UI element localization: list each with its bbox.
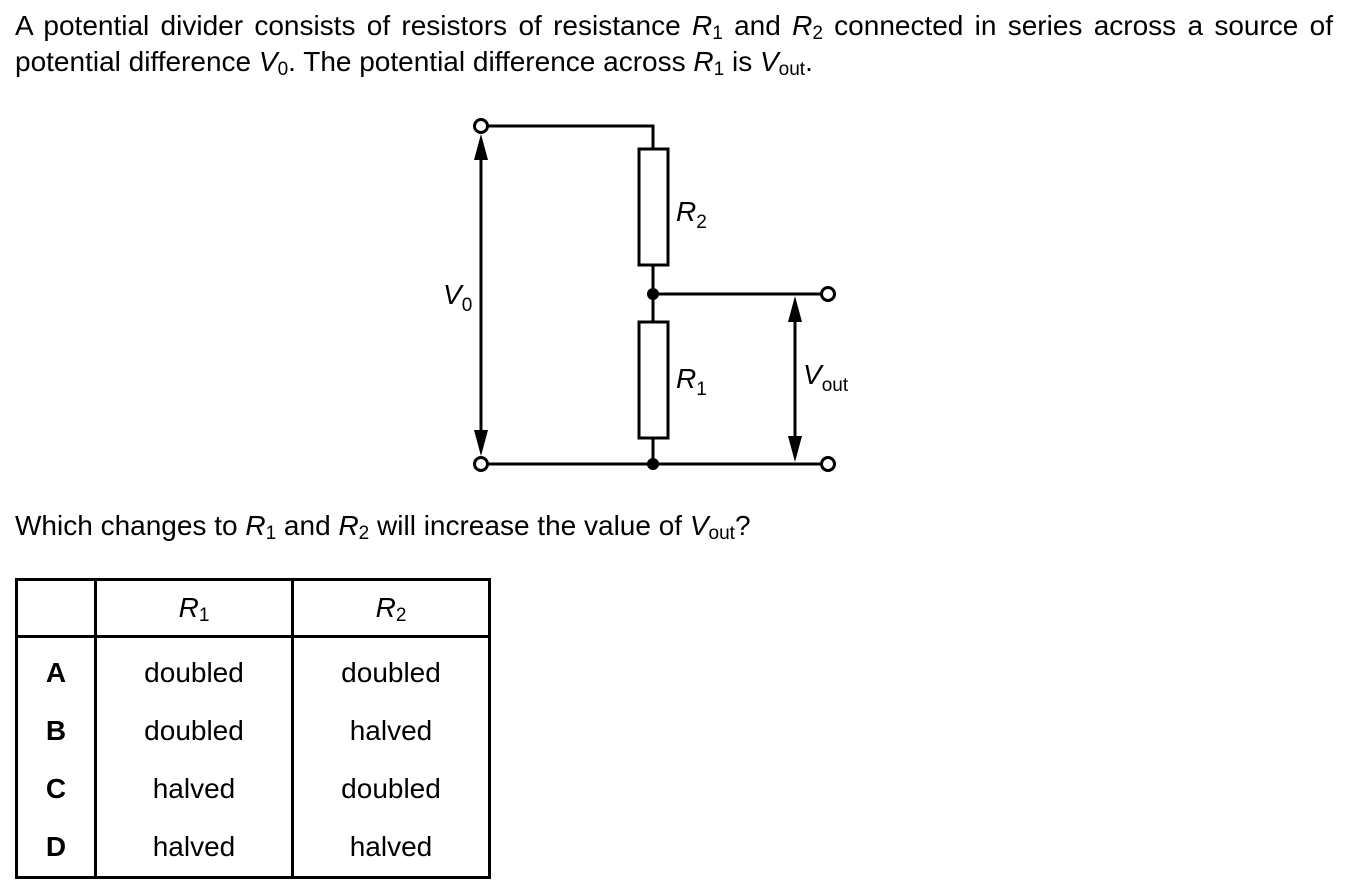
vout-arrowhead-up: [788, 296, 802, 322]
junction-dot-bottom: [647, 458, 659, 470]
option-key: D: [15, 818, 97, 879]
option-r1-change: doubled: [94, 702, 294, 760]
option-row-a[interactable]: A doubled doubled: [15, 636, 491, 702]
label-r2: R2: [676, 196, 707, 233]
terminal-input-bottom: [473, 456, 489, 472]
option-row-c[interactable]: C halved doubled: [15, 760, 491, 818]
terminal-input-top: [473, 118, 489, 134]
label-vout: Vout: [803, 359, 849, 396]
option-r1-change: doubled: [94, 636, 294, 702]
top-wire: [481, 124, 655, 149]
v0-arrowhead-down: [474, 430, 488, 456]
terminal-output-bottom: [820, 456, 836, 472]
header-key-cell: [15, 578, 97, 638]
option-r2-change: halved: [291, 818, 491, 879]
question-stem: A potential divider consists of resistor…: [15, 10, 1333, 80]
label-r1: R1: [676, 363, 707, 400]
option-r2-change: doubled: [291, 760, 491, 818]
option-r1-change: halved: [94, 818, 294, 879]
junction-dot-middle: [647, 288, 659, 300]
option-r2-change: doubled: [291, 636, 491, 702]
terminal-output-top: [820, 286, 836, 302]
option-r2-change: halved: [291, 702, 491, 760]
resistor-r2: [637, 147, 670, 267]
table-header-row: R1 R2: [15, 578, 491, 638]
label-v0: V0: [443, 279, 472, 316]
vout-arrowhead-down: [788, 436, 802, 462]
header-r2: R2: [291, 578, 491, 638]
option-key: A: [15, 636, 97, 702]
option-r1-change: halved: [94, 760, 294, 818]
answer-options-table: R1 R2 A doubled doubled B doubled halved…: [15, 578, 491, 879]
header-r1: R1: [94, 578, 294, 638]
option-row-b[interactable]: B doubled halved: [15, 702, 491, 760]
option-key: C: [15, 760, 97, 818]
resistor-r1: [637, 320, 670, 440]
v0-arrowhead-up: [474, 134, 488, 160]
option-key: B: [15, 702, 97, 760]
question-prompt: Which changes to R1 and R2 will increase…: [15, 510, 751, 544]
option-row-d[interactable]: D halved halved: [15, 818, 491, 879]
